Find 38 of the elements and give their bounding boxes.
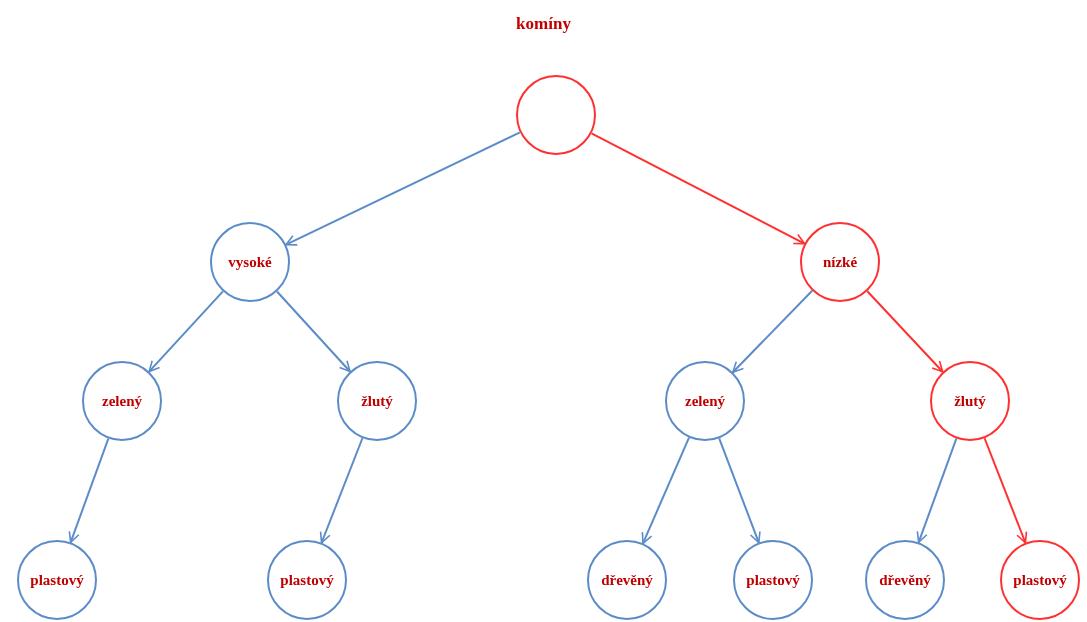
tree-node-circle	[665, 361, 745, 441]
tree-node-circle	[587, 540, 667, 620]
arrow	[731, 289, 814, 374]
arrow	[916, 437, 958, 544]
tree-node-circle	[17, 540, 97, 620]
node-label: žlutý	[954, 392, 986, 410]
tree-node-circle	[733, 540, 813, 620]
arrow	[718, 437, 761, 544]
node-label: plastový	[746, 571, 800, 589]
tree-node-circle	[516, 75, 596, 155]
node-label: plastový	[30, 571, 84, 589]
diagram-title: komíny	[515, 14, 572, 34]
node-label: žlutý	[361, 392, 393, 410]
tree-node-circle	[1000, 540, 1080, 620]
arrow	[68, 437, 110, 544]
node-label: plastový	[280, 571, 334, 589]
node-label: dřevěný	[601, 571, 653, 589]
tree-node-circle	[267, 540, 347, 620]
tree-node-circle	[337, 361, 417, 441]
tree-node-circle	[210, 222, 290, 302]
tree-node-circle	[930, 361, 1010, 441]
tree-node-circle	[800, 222, 880, 302]
node-label: dřevěný	[879, 571, 931, 589]
tree-node-circle	[865, 540, 945, 620]
node-label: plastový	[1013, 571, 1067, 589]
arrow	[148, 290, 224, 373]
tree-node-circle	[82, 361, 162, 441]
arrow	[276, 290, 351, 373]
arrow	[319, 437, 364, 544]
arrow	[285, 131, 521, 246]
arrow	[590, 132, 806, 245]
node-label: zelený	[685, 392, 725, 410]
arrow	[983, 437, 1028, 544]
node-label: vysoké	[228, 253, 272, 271]
node-label: nízké	[822, 253, 858, 271]
arrow	[866, 290, 944, 373]
arrow	[641, 436, 690, 545]
node-label: zelený	[102, 392, 142, 410]
